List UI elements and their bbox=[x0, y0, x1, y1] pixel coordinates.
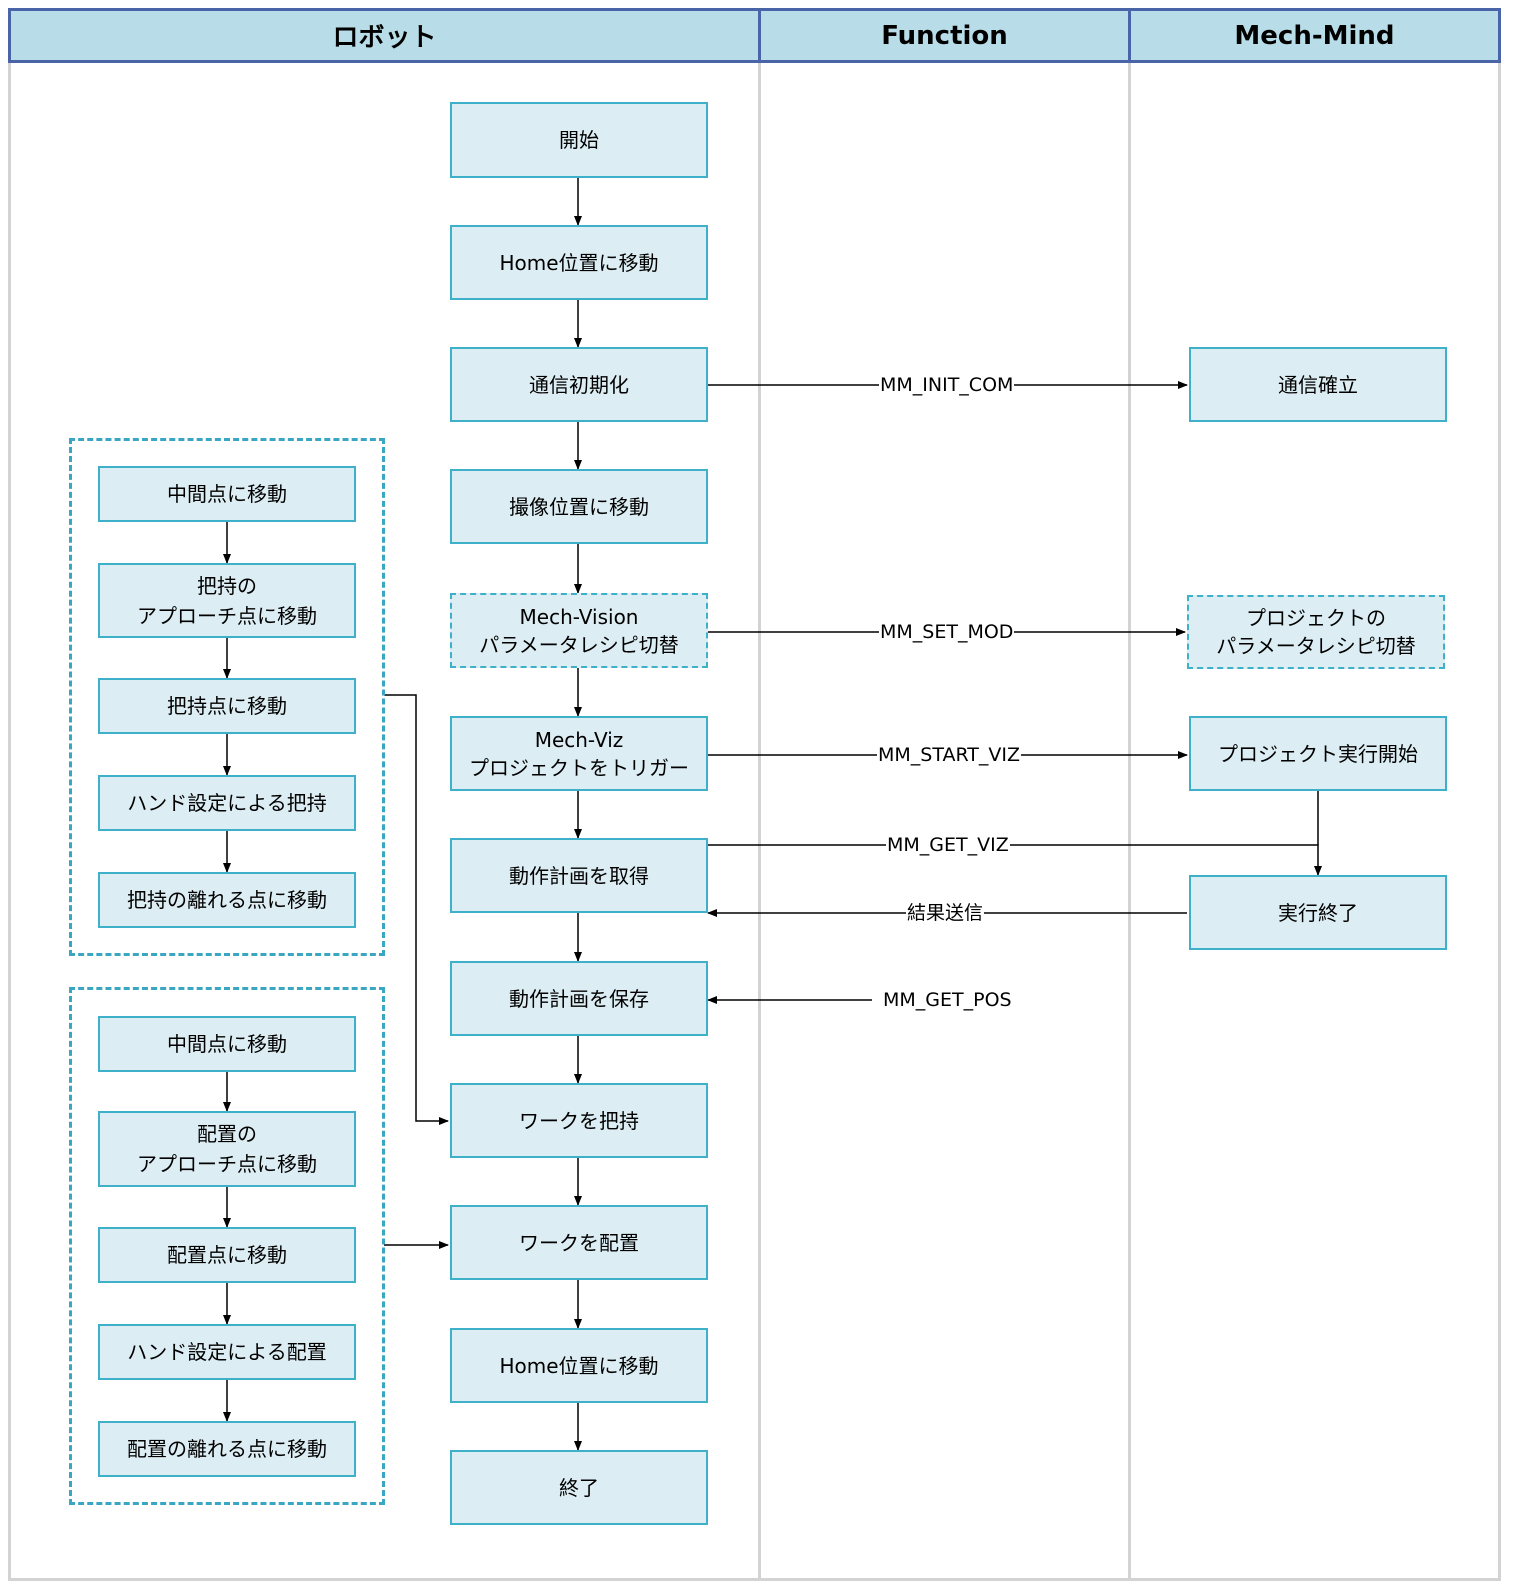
capture-position-node: 撮像位置に移動 bbox=[450, 469, 708, 544]
grip-step-depart: 把持の離れる点に移動 bbox=[98, 872, 356, 928]
lane-header-robot: ロボット bbox=[8, 8, 761, 63]
label-mm-get-pos: MM_GET_POS bbox=[882, 988, 1013, 1012]
grip-work-node: ワークを把持 bbox=[450, 1083, 708, 1158]
end-node: 終了 bbox=[450, 1450, 708, 1525]
label-mm-start-viz: MM_START_VIZ bbox=[877, 743, 1022, 767]
save-plan-node: 動作計画を保存 bbox=[450, 961, 708, 1036]
grip-step-midpoint: 中間点に移動 bbox=[98, 466, 356, 522]
place-step-approach: 配置の アプローチ点に移動 bbox=[98, 1111, 356, 1187]
place-step-hand-place: ハンド設定による配置 bbox=[98, 1324, 356, 1380]
label-mm-get-viz: MM_GET_VIZ bbox=[886, 833, 1010, 857]
label-mm-set-mod: MM_SET_MOD bbox=[879, 620, 1015, 644]
viz-trigger-node: Mech-Viz プロジェクトをトリガー bbox=[450, 716, 708, 791]
place-step-place-point: 配置点に移動 bbox=[98, 1227, 356, 1283]
vision-recipe-node: Mech-Vision パラメータレシピ切替 bbox=[450, 593, 708, 668]
place-sequence-group bbox=[69, 987, 385, 1505]
place-step-midpoint: 中間点に移動 bbox=[98, 1016, 356, 1072]
grip-step-grip-point: 把持点に移動 bbox=[98, 678, 356, 734]
arrow-grip-group-link bbox=[384, 694, 449, 1125]
lane-mechmind bbox=[1128, 8, 1501, 1581]
place-step-depart: 配置の離れる点に移動 bbox=[98, 1421, 356, 1477]
lane-header-mechmind: Mech-Mind bbox=[1128, 8, 1501, 63]
label-mm-init-com: MM_INIT_COM bbox=[879, 373, 1015, 397]
project-start-node: プロジェクト実行開始 bbox=[1189, 716, 1447, 791]
start-node: 開始 bbox=[450, 102, 708, 178]
project-recipe-node: プロジェクトの パラメータレシピ切替 bbox=[1187, 595, 1445, 669]
comm-init-node: 通信初期化 bbox=[450, 347, 708, 422]
move-home-end-node: Home位置に移動 bbox=[450, 1328, 708, 1403]
move-home-node: Home位置に移動 bbox=[450, 225, 708, 300]
place-work-node: ワークを配置 bbox=[450, 1205, 708, 1280]
comm-established-node: 通信確立 bbox=[1189, 347, 1447, 422]
grip-step-approach: 把持の アプローチ点に移動 bbox=[98, 563, 356, 638]
label-result-send: 結果送信 bbox=[906, 901, 985, 925]
grip-sequence-group bbox=[69, 438, 385, 956]
exec-end-node: 実行終了 bbox=[1189, 875, 1447, 950]
grip-step-hand-grip: ハンド設定による把持 bbox=[98, 775, 356, 831]
get-plan-node: 動作計画を取得 bbox=[450, 838, 708, 913]
